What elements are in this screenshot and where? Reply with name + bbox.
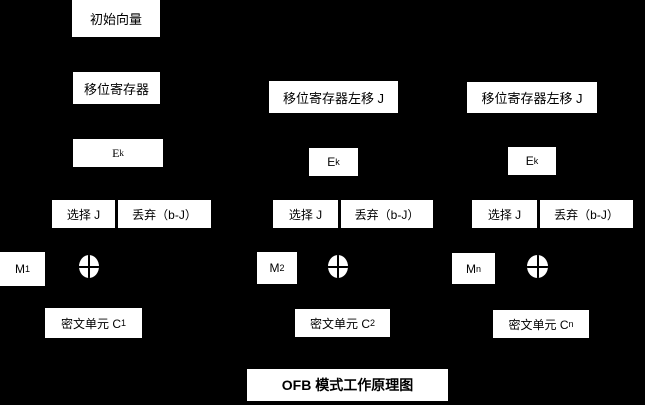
ek-base: E <box>327 155 336 169</box>
discard-bj-box-1: 丢弃（b-J） <box>118 200 211 228</box>
xor-icon <box>79 255 99 278</box>
select-j-box-1: 选择 J <box>52 200 115 228</box>
diagram-title: OFB 模式工作原理图 <box>247 369 448 401</box>
shift-register-left-box-2: 移位寄存器左移 J <box>269 81 398 113</box>
discard-bj-box-3: 丢弃（b-J） <box>540 200 633 228</box>
m-base: M <box>14 262 25 276</box>
ciphertext-label: 密文单元 C <box>508 317 569 332</box>
initial-vector-box: 初始向量 <box>72 0 160 37</box>
discard-bj-box-2: 丢弃（b-J） <box>341 200 433 228</box>
shift-register-left-box-3: 移位寄存器左移 J <box>467 82 597 113</box>
ciphertext-label: 密文单元 C <box>309 316 370 331</box>
m-base: M <box>465 261 476 276</box>
shift-register-box-1: 移位寄存器 <box>73 72 160 104</box>
ek-base: E <box>525 154 534 168</box>
ek-base: E <box>112 145 120 160</box>
m-base: M <box>269 261 280 275</box>
ciphertext-label: 密文单元 C <box>60 316 121 331</box>
xor-icon <box>527 255 548 278</box>
select-j-box-2: 选择 J <box>273 200 338 228</box>
select-j-box-3: 选择 J <box>472 200 537 228</box>
xor-icon <box>328 255 348 278</box>
